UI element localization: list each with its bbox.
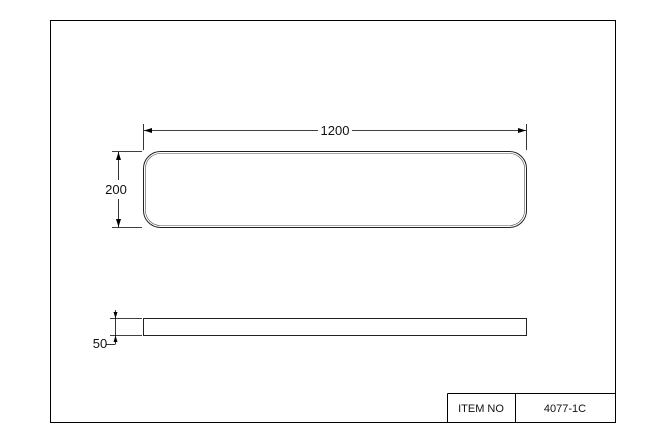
sheet-border xyxy=(50,20,616,423)
title-block: ITEM NO 4077-1C xyxy=(447,393,615,422)
length-dimension-label: 1200 xyxy=(321,123,350,138)
arrowhead-bottom xyxy=(116,219,121,227)
top-view-inner-outline xyxy=(145,153,525,226)
item-no-value: 4077-1C xyxy=(544,403,586,415)
length-dimension: 1200 xyxy=(143,123,527,150)
top-view-outline xyxy=(143,151,527,228)
item-no-label: ITEM NO xyxy=(458,403,504,415)
thickness-dimension-label: 50 xyxy=(93,336,107,351)
arrowhead-thickness-top xyxy=(113,312,118,319)
arrowhead-left xyxy=(144,128,152,133)
arrowhead-top xyxy=(116,152,121,160)
arrowhead-right xyxy=(518,128,526,133)
height-dimension-label: 200 xyxy=(105,182,127,197)
arrowhead-thickness-bottom xyxy=(113,335,118,342)
height-dimension: 200 xyxy=(105,151,142,228)
thickness-dimension: 50 xyxy=(93,310,142,351)
side-view-outline xyxy=(143,318,527,336)
